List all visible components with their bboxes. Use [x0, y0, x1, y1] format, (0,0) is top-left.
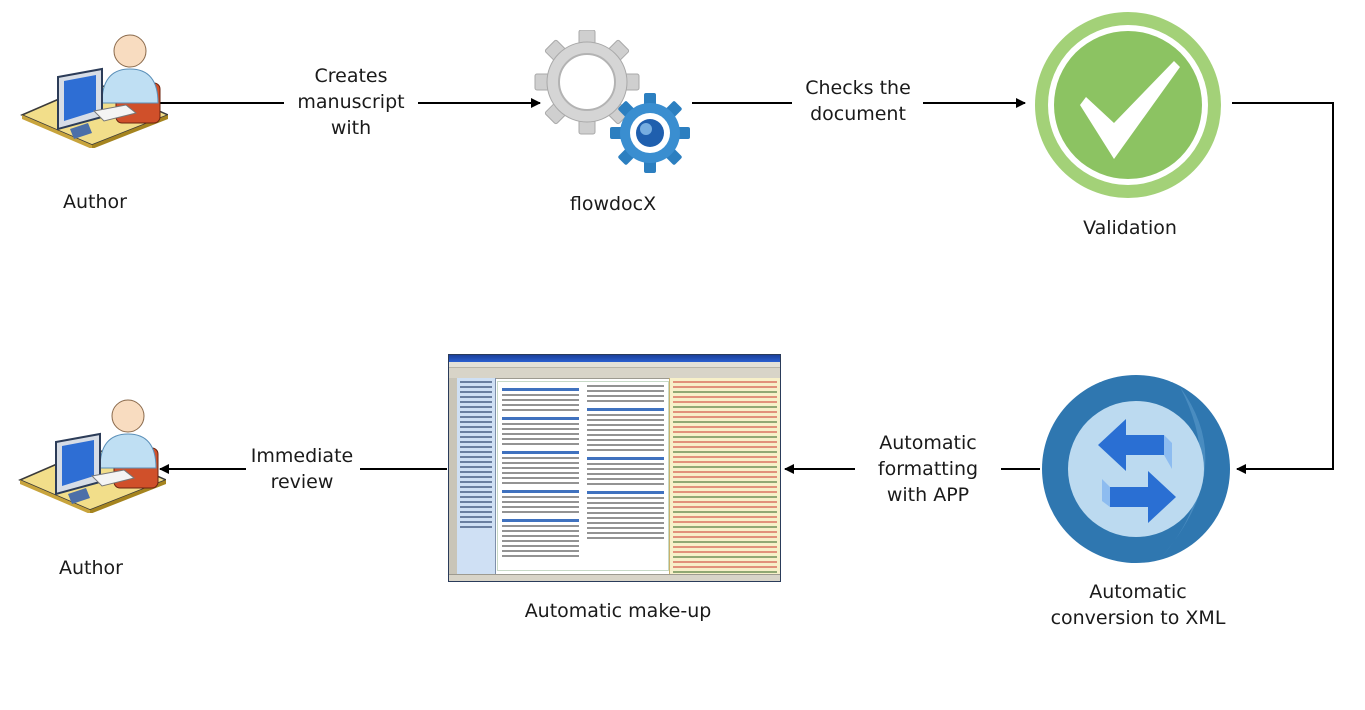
gears-icon [534, 30, 690, 173]
author-bottom-icon [18, 399, 166, 513]
author-top-icon [20, 34, 168, 148]
node-label-conversion: Automatic conversion to XML [1050, 581, 1226, 629]
checkmark-icon [1035, 12, 1221, 198]
edge-label-flowdocx-validation: Checks the document [805, 77, 911, 125]
node-label-author-bottom: Author [59, 557, 123, 579]
sync-arrows-icon [1042, 375, 1232, 564]
edge-line-validation-conversion [1232, 102, 1334, 474]
node-label-validation: Validation [1083, 217, 1177, 239]
node-label-author-top: Author [63, 191, 127, 213]
node-label-flowdocx: flowdocX [569, 193, 657, 215]
edge-label-conversion-makeup: Automatic formatting with APP [877, 432, 979, 506]
edge-label-author-flowdocx: Creates manuscript with [297, 65, 405, 139]
makeup-screenshot [448, 354, 781, 582]
edge-label-makeup-author: Immediate review [250, 445, 354, 493]
node-label-makeup: Automatic make-up [524, 600, 712, 622]
